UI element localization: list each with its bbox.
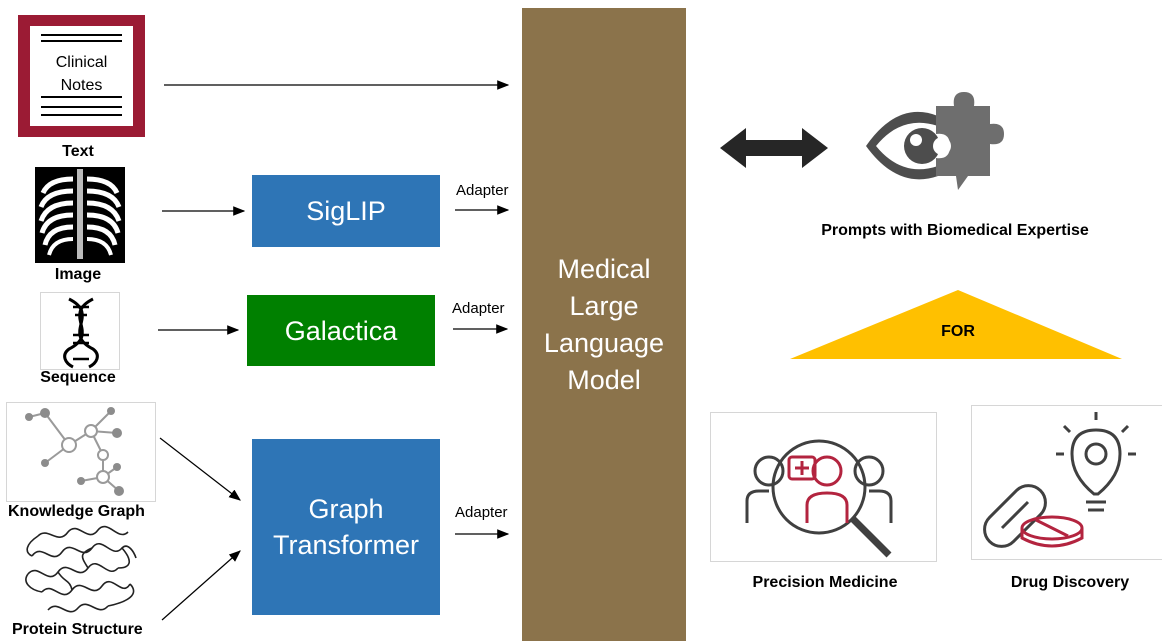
medical-llm-box: Medical Large Language Model bbox=[522, 8, 686, 641]
adapter-label-1: Adapter bbox=[456, 182, 509, 199]
drug-discovery-icon bbox=[971, 405, 1162, 560]
protein-to-graph-arrow bbox=[161, 550, 241, 621]
precision-medicine-icon bbox=[710, 412, 937, 562]
siglip-label: SigLIP bbox=[306, 196, 386, 226]
llm-line3: Language bbox=[543, 327, 665, 358]
clinical-notes-line2: Notes bbox=[60, 77, 103, 94]
adapter-label-2: Adapter bbox=[452, 300, 505, 317]
dna-icon bbox=[40, 292, 120, 370]
kg-to-graph-arrow bbox=[159, 437, 241, 501]
bidirectional-arrow-icon bbox=[720, 128, 828, 168]
adapter-label-3: Adapter bbox=[455, 504, 508, 521]
protein-structure-label: Protein Structure bbox=[12, 621, 143, 638]
prompts-label: Prompts with Biomedical Expertise bbox=[821, 222, 1089, 239]
llm-line1: Medical bbox=[557, 253, 651, 284]
protein-structure-icon bbox=[18, 522, 146, 622]
galactica-label: Galactica bbox=[284, 315, 398, 346]
text-label: Text bbox=[62, 143, 94, 160]
image-label: Image bbox=[54, 266, 102, 283]
clinical-notes-line1: Clinical bbox=[55, 54, 108, 71]
precision-medicine-label: Precision Medicine bbox=[752, 574, 898, 591]
graph-transformer-line2: Transformer bbox=[272, 530, 420, 560]
sequence-label: Sequence bbox=[40, 369, 116, 386]
graph-transformer-line1: Graph bbox=[308, 494, 384, 524]
clinical-notes-icon: Clinical Notes bbox=[18, 15, 145, 137]
drug-discovery-label: Drug Discovery bbox=[1010, 574, 1130, 591]
llm-line2: Large bbox=[569, 290, 639, 321]
knowledge-graph-label: Knowledge Graph bbox=[8, 503, 145, 520]
llm-line4: Model bbox=[567, 364, 641, 395]
graph-transformer-box: Graph Transformer bbox=[252, 439, 440, 615]
eye-puzzle-icon bbox=[866, 92, 1004, 190]
chest-xray-icon bbox=[35, 167, 125, 263]
for-triangle bbox=[790, 290, 1122, 359]
knowledge-graph-icon bbox=[6, 402, 156, 502]
galactica-box: Galactica bbox=[247, 295, 435, 366]
for-label: FOR bbox=[941, 323, 975, 340]
siglip-box: SigLIP bbox=[252, 175, 440, 247]
